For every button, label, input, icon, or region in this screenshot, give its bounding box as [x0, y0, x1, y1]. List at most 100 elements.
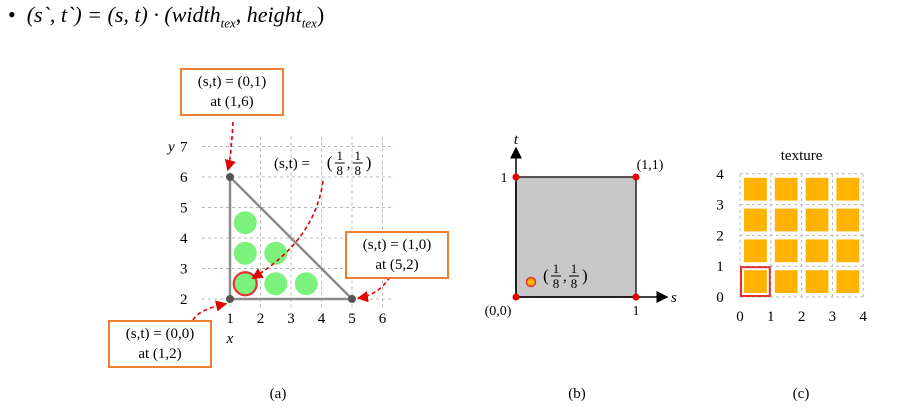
arrow-bottom	[192, 300, 228, 321]
callout-right-line1: (s,t) = (1,0)	[362, 237, 432, 253]
corner-dot-2	[512, 173, 520, 181]
formula-height-sub: tex	[301, 15, 317, 31]
arrow-right	[356, 276, 391, 303]
texel-2-1	[774, 208, 798, 232]
tex-y-tick-3: 3	[716, 198, 724, 214]
fragment-2	[264, 241, 288, 265]
formula-width-sub: tex	[220, 15, 236, 31]
triangle	[228, 173, 356, 301]
sample-point-label-frac1: 18	[551, 261, 561, 291]
inline-st-label-prefix: (s,t) =	[274, 156, 310, 172]
corner-dot-1	[632, 293, 640, 301]
formula-sep: ,	[235, 2, 247, 27]
fragment-5	[294, 272, 318, 296]
x-axis-label: x	[226, 331, 234, 347]
y-axis-label: y	[166, 140, 175, 156]
corner-origin-label: (0,0)	[485, 304, 512, 319]
sample-point-label: (18,18)	[543, 261, 588, 291]
texel-3-3	[836, 177, 860, 201]
callout-top-line2: at (1,6)	[210, 94, 254, 110]
bullet: •	[8, 2, 16, 27]
texel-0-0	[744, 270, 767, 293]
y-tick-3: 3	[180, 262, 188, 278]
sample-point-label-comma: ,	[563, 269, 567, 285]
fragment-highlight-ring	[232, 271, 258, 297]
t-tick-one: 1	[501, 171, 508, 186]
sample-point	[525, 276, 537, 288]
sample-point-label-frac2: 18	[569, 261, 579, 291]
inline-st-label-close: )	[366, 153, 372, 172]
arrow-highlight	[251, 180, 324, 279]
formula-line: • (s`, t`) = (s, t) · (widthtex, heightt…	[8, 2, 324, 31]
caption-b: (b)	[568, 386, 586, 402]
x-tick-2: 2	[257, 311, 265, 327]
caption-a: (a)	[270, 386, 287, 402]
tex-x-tick-1: 1	[767, 309, 775, 325]
callout-bottom-vertex: (s,t) = (0,0) at (1,2)	[108, 320, 212, 368]
inline-st-label-comma: ,	[347, 156, 351, 172]
formula-close: )	[316, 2, 325, 27]
fragment-4	[264, 272, 288, 296]
s-axis-label: s	[671, 290, 677, 306]
y-tick-7: 7	[180, 140, 188, 156]
arrow-top	[224, 121, 236, 172]
x-tick-5: 5	[348, 311, 356, 327]
inline-st-label-frac2-num: 1	[355, 148, 362, 163]
texcoord-square	[515, 176, 637, 298]
texel-1-3	[836, 239, 860, 263]
x-tick-4: 4	[318, 311, 326, 327]
inline-st-label-frac1-num: 1	[337, 148, 344, 163]
texel-1-1	[774, 239, 798, 263]
formula-height: height	[246, 2, 302, 27]
formula-lhs: (s`, t`) = (s, t) · (	[26, 2, 172, 27]
sample-point-label-open: (	[543, 266, 549, 285]
inline-st-label: (s,t) = (18,18)	[274, 148, 371, 178]
inline-st-label-open: (	[327, 153, 333, 172]
inline-st-label-frac1-den: 8	[337, 163, 344, 178]
tex-y-tick-0: 0	[716, 290, 724, 306]
inline-st-label-frac2: 18	[352, 148, 363, 178]
tex-x-tick-2: 2	[798, 309, 806, 325]
tex-x-tick-0: 0	[736, 309, 744, 325]
texel-2-2	[805, 208, 829, 232]
texel-1-0	[744, 239, 767, 263]
callout-bottom-line2: at (1,2)	[138, 346, 182, 362]
tex-y-tick-2: 2	[716, 228, 724, 244]
s-tick-one: 1	[633, 304, 640, 319]
y-tick-6: 6	[180, 170, 188, 186]
fragment-1	[233, 241, 257, 265]
fragment-0	[233, 211, 257, 235]
sample-point-label-frac1-den: 8	[553, 276, 560, 291]
x-tick-6: 6	[379, 311, 387, 327]
sample-point-label-frac2-num: 1	[571, 261, 578, 276]
texel-highlight	[740, 266, 771, 298]
texel-3-1	[774, 177, 798, 201]
y-tick-4: 4	[180, 231, 188, 247]
texel-1-2	[805, 239, 829, 263]
texel-2-0	[744, 208, 767, 232]
tex-x-tick-4: 4	[859, 309, 867, 325]
tex-y-tick-1: 1	[716, 259, 724, 275]
tex-x-tick-3: 3	[829, 309, 837, 325]
texel-0-3	[836, 270, 860, 293]
x-tick-3: 3	[287, 311, 295, 327]
texel-0-2	[805, 270, 829, 293]
callout-right-vertex: (s,t) = (1,0) at (5,2)	[345, 231, 449, 279]
callout-top-vertex: (s,t) = (0,1) at (1,6)	[180, 68, 284, 116]
sample-point-label-frac2-den: 8	[571, 276, 578, 291]
inline-st-label-frac1: 18	[334, 148, 345, 178]
texel-3-2	[805, 177, 829, 201]
texel-0-1	[774, 270, 798, 293]
callout-bottom-line1: (s,t) = (0,0)	[125, 326, 195, 342]
sample-point-label-frac1-num: 1	[553, 261, 560, 276]
t-axis-label: t	[514, 132, 519, 148]
callout-right-line2: at (5,2)	[375, 257, 419, 273]
callout-top-line1: (s,t) = (0,1)	[197, 74, 267, 90]
formula-width: width	[171, 2, 221, 27]
corner-dot-0	[512, 293, 520, 301]
corner-dot-3	[632, 173, 640, 181]
sample-point-label-close: )	[582, 266, 588, 285]
